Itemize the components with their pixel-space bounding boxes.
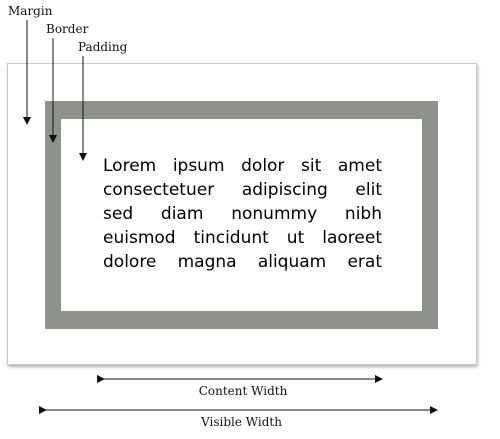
content-line-3: sed diam nonummy nibh [103, 204, 382, 224]
content-text: Lorem ipsum dolor sit amet consectetuer … [103, 154, 382, 274]
content-width-label: Content Width [198, 384, 288, 398]
content-line-5: dolore magna aliquam erat [103, 252, 382, 272]
content-line-2: consectetuer adipiscing elit [103, 180, 382, 200]
visible-width-label: Visible Width [201, 415, 282, 429]
content-line-4: euismod tincidunt ut laoreet [103, 228, 382, 248]
padding-area [61, 119, 422, 311]
border-label: Border [46, 22, 89, 36]
content-line-1: Lorem ipsum dolor sit amet [103, 156, 382, 176]
padding-label: Padding [78, 40, 128, 54]
margin-label: Margin [8, 4, 53, 18]
